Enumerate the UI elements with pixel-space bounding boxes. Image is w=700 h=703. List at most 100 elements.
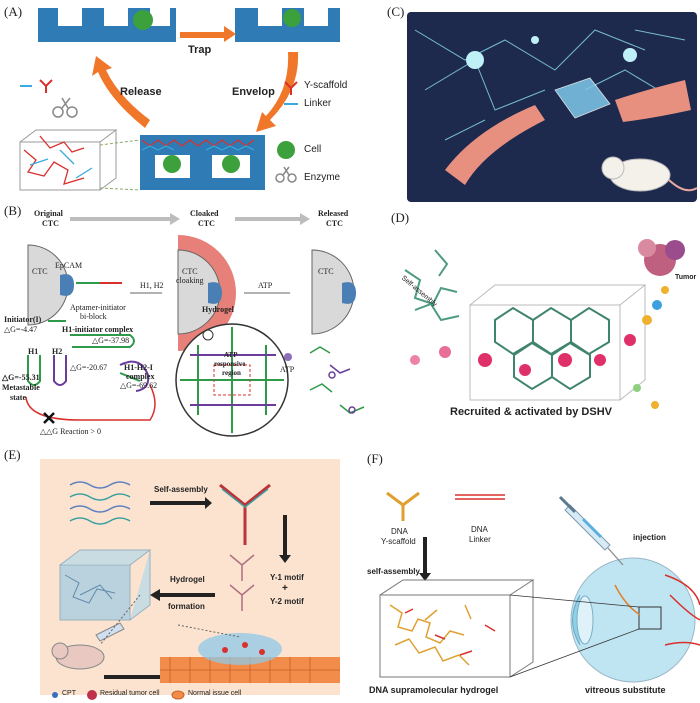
aptamer-initiator-label: Aptamer-initiator (70, 303, 126, 312)
atp-label-1: ATP (258, 281, 273, 290)
hydrogel-network (389, 604, 496, 666)
neuron-soma-3 (531, 36, 539, 44)
bi-block-label: bi-block (80, 312, 107, 321)
h1-initiator-complex-label: H1-initiator complex (62, 325, 134, 334)
dna-linker-icon (455, 494, 505, 500)
hydrogel-f-label: DNA supramolecular hydrogel (369, 685, 499, 695)
h1-initiator-dg: △G=-37.98 (92, 336, 130, 345)
legend-cell-label: Cell (304, 144, 322, 155)
panel-a-graphic (19, 8, 340, 191)
scaffold-network (404, 249, 610, 391)
stage-released-label: Released (318, 209, 349, 218)
ctc-cloaking-label-1: CTC (182, 267, 198, 276)
cell-icon-top-2 (283, 9, 301, 27)
formation-label: formation (168, 602, 205, 611)
y-motif-large (219, 483, 271, 545)
scaffold-mesh (141, 139, 255, 151)
ctc-cloaking-label-2: cloaking (176, 276, 204, 285)
vitreous-label: vitreous substitute (585, 685, 666, 695)
panel-d-graphic (404, 239, 685, 409)
legend-y-scaffold-label: Y-scaffold (304, 80, 348, 91)
legend-y-scaffold-icon (284, 81, 298, 95)
self-assembly-e-label: Self-assembly (154, 485, 208, 494)
panel-c: (C) (385, 0, 700, 205)
y1-motif-label: Y-1 motif (270, 573, 304, 582)
panel-b-graphic (25, 213, 365, 437)
enzyme-icon (52, 97, 78, 118)
immune-particles (410, 286, 669, 409)
h2-dg: △G=-20.67 (70, 363, 108, 372)
epcam-receptor (60, 274, 74, 296)
neuron-soma-2 (623, 48, 637, 62)
y2-motif-label: Y-2 motif (270, 597, 304, 606)
hydrogel-arrow (150, 589, 215, 601)
cell-icon-top-1 (133, 10, 153, 30)
syringe-icon (558, 495, 624, 566)
legend-normal-icon (171, 690, 185, 700)
trap-substrate-left (38, 8, 176, 42)
linker-label-2: Linker (469, 535, 491, 544)
epcam-label: EpCAM (55, 261, 83, 270)
injection-label: injection (633, 533, 666, 542)
muscle-bundle-left (445, 105, 545, 185)
panel-c-graphic (407, 12, 698, 202)
stage-original-ctc-label: CTC (42, 219, 59, 228)
self-assembly-f-label: self-assembly (367, 567, 420, 576)
panel-e-label: (E) (4, 447, 21, 462)
h1h2i-complex-label: H1-H2-I (124, 363, 153, 372)
h2-label: H2 (52, 347, 63, 356)
atp-responsive-label-1: ATP (224, 351, 238, 359)
complex-label: complex (126, 372, 155, 381)
y-scaffold-icon (386, 491, 420, 521)
mouse-icon (601, 156, 698, 192)
atp-molecule-icon (284, 353, 292, 361)
cell-icon-bottom-1 (163, 155, 181, 173)
trap-label: Trap (188, 44, 212, 56)
stage-cloaked-label: Cloaked (190, 209, 219, 218)
panel-d: (D) Self-assembly Tumor Recruited & acti… (375, 210, 700, 435)
y-scaffold-label-2: Y-scaffold (381, 537, 416, 546)
panel-e-graphic (40, 459, 340, 700)
hydrogel-cube (59, 549, 152, 621)
stage-arrow-1 (70, 213, 180, 225)
reaction-blocked-icon (43, 412, 55, 424)
tumor-tissue (160, 633, 340, 683)
envelop-arrow (256, 52, 299, 132)
magnified-hydrogel-cube (19, 129, 141, 191)
state-label: state (10, 393, 26, 402)
y-scaffold-label-1: DNA (391, 527, 408, 536)
tumor-icon (638, 239, 685, 276)
hydrogel-e-label: Hydrogel (170, 575, 205, 584)
legend-cpt-label: CPT (62, 690, 76, 697)
y-motif-small (229, 554, 255, 611)
linker-label-1: DNA (471, 525, 488, 534)
released-strands (309, 346, 365, 414)
ctc-label-3: CTC (318, 267, 334, 276)
envelop-label: Envelop (232, 86, 275, 98)
stage-cloaked-ctc-label: CTC (198, 219, 215, 228)
panel-e: (E) Self-assembly Y-1 motif + Y-2 motif … (0, 445, 360, 703)
stage-arrow-2 (235, 213, 310, 225)
hairpin-strands (25, 320, 156, 421)
panel-a-label: (A) (4, 4, 23, 19)
stage-original-label: Original (34, 209, 63, 218)
release-label: Release (120, 86, 162, 98)
legend-linker-label: Linker (304, 98, 332, 109)
legend-enzyme-label: Enzyme (304, 172, 341, 183)
mouse-syringe (51, 622, 125, 670)
neuron-network (414, 29, 686, 141)
panel-c-label: (C) (387, 4, 405, 19)
h1h2-label: H1, H2 (140, 281, 164, 290)
h1h2i-dg: △G=-69.62 (120, 381, 158, 390)
legend-cpt-icon (52, 692, 58, 698)
initiator-label: Initiator(I) (4, 315, 42, 324)
panel-d-label: (D) (391, 210, 410, 225)
neuron-soma-1 (466, 51, 484, 69)
stage-released-ctc-label: CTC (326, 219, 343, 228)
eye-icon (570, 557, 700, 683)
panel-a: (A) Trap Release Envelop Y-scaffold Link… (0, 0, 347, 195)
atp-responsive-label-3: region (222, 369, 241, 377)
release-arrow (92, 56, 150, 128)
meta-dg: △G=-55.31 (2, 373, 40, 382)
tumor-label: Tumor (675, 274, 697, 281)
